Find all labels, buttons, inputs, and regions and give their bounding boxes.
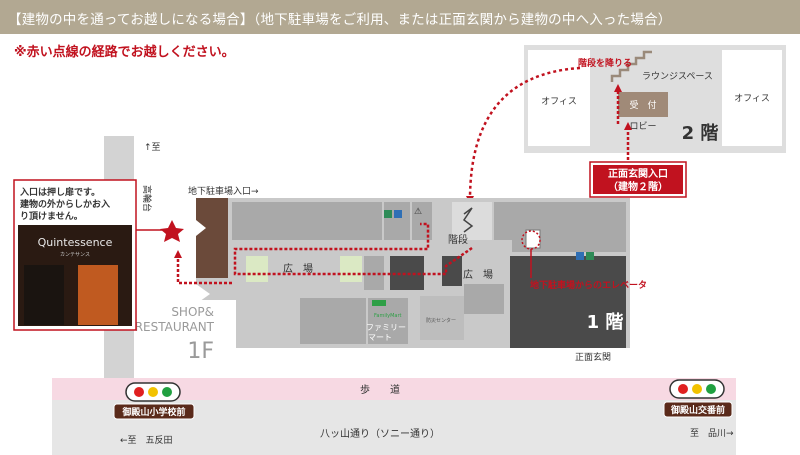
shop-top-mid	[494, 202, 512, 240]
entrance-label-line2: （建物２階）	[608, 180, 668, 193]
plaza-planter-1	[246, 256, 268, 282]
elevator-box	[525, 229, 541, 249]
elevator-label: 地下駐車場からのエレベータ	[530, 279, 647, 291]
floor1-label: 1 階	[587, 312, 624, 333]
disaster-center-label: 防災センター	[426, 317, 456, 324]
lounge-label: ラウンジスペース	[642, 71, 713, 82]
familymart-brand: FamilyMart	[374, 313, 402, 319]
front-entrance-label: 正面玄関	[575, 351, 611, 363]
signal-right-label: 御殿山交番前	[670, 404, 725, 416]
plaza-right-label: 広 場	[463, 268, 493, 281]
sidewalk-label: 歩 道	[360, 383, 400, 396]
stairs-icon	[462, 207, 474, 233]
floor2-stairs-icon	[610, 50, 652, 82]
shops-top-left	[232, 202, 382, 240]
signal-left-label: 御殿山小学校前	[121, 406, 185, 418]
parking-entrance-label: 地下駐車場入口→	[188, 185, 259, 197]
stairs-down-label: 階段を降りる	[578, 57, 632, 69]
restroom-sign-green	[384, 210, 392, 218]
restroom-sign-green-2	[586, 252, 594, 260]
route-2f-to-1f	[466, 66, 581, 204]
elevator-marker	[521, 230, 541, 250]
familymart-label-line2: マート	[368, 333, 392, 342]
stair-warning-icon: ⚠	[414, 207, 422, 217]
to-takanawadai-line1: ↑至	[144, 142, 161, 153]
signal-right: 御殿山交番前	[663, 379, 733, 418]
route-notice: ※赤い点線の経路でお越しください。	[14, 45, 235, 60]
route-to-entrance	[174, 250, 232, 285]
office-right-room	[722, 50, 782, 146]
shop-lower-left	[300, 298, 366, 344]
photo-store-name: Quintessence	[38, 236, 113, 249]
callout-line1: 入口は押し扉です。	[19, 186, 100, 198]
shop-label-line1: SHOP&	[171, 305, 214, 319]
page-title: 【建物の中を通ってお越しになる場合】（地下駐車場をご利用、または正面玄関から建物…	[8, 12, 672, 28]
accessible-sign-blue	[394, 210, 402, 218]
yellow-light-icon	[148, 387, 158, 397]
front-entrance-2f-label: 正面玄関入口 （建物２階）	[589, 161, 687, 198]
green-light-icon	[706, 384, 716, 394]
main-hall-dark	[510, 256, 626, 348]
reception-label: 受 付	[629, 99, 656, 111]
restroom-block	[384, 202, 410, 240]
plaza-left-label: 広 場	[283, 262, 313, 275]
restaurant-block	[196, 198, 228, 278]
shop-floor-label: 1F	[187, 339, 214, 364]
photo-door-dark	[24, 265, 64, 325]
entrance-callout: 入口は押し扉です。 建物の外からしかお入 り頂けません。 Quintessenc…	[13, 179, 137, 331]
shop-mid-2	[464, 284, 504, 314]
familymart-label-line1: ファミリー	[366, 323, 406, 332]
to-gotanda-label: ←至 五反田	[120, 435, 173, 446]
entrance-notch-upper	[196, 220, 206, 236]
floor2-inset: オフィス オフィス 階段を降りる ラウンジスペース 受 付 ロビー 2 階	[524, 45, 786, 160]
photo-door-glow	[78, 265, 118, 325]
disaster-center	[420, 296, 464, 340]
entrance-label-line1: 正面玄関入口	[608, 167, 668, 180]
header-bar	[0, 0, 800, 34]
accessible-sign-blue-2	[576, 252, 584, 260]
road-label: 八ッ山通り（ソニー通り）	[320, 428, 440, 440]
signal-left: 御殿山小学校前	[113, 382, 195, 420]
lobby-label: ロビー	[629, 121, 656, 132]
familymart-logo-band	[372, 300, 386, 306]
signal-right-plate	[663, 401, 733, 418]
callout-line3: り頂けません。	[20, 211, 83, 222]
green-light-icon	[162, 387, 172, 397]
office-left-room	[528, 50, 590, 146]
floor2-label: 2 階	[682, 123, 719, 144]
office-right-label: オフィス	[734, 93, 770, 104]
sidewalk	[52, 378, 736, 400]
photo-store-kana: カンテサンス	[60, 252, 90, 258]
red-light-icon	[134, 387, 144, 397]
route-1f-loop	[233, 222, 473, 276]
entrance-notch-lower	[196, 284, 210, 304]
to-takanawadai-line2: 高輪台	[141, 185, 153, 212]
to-shinagawa-label: 至 品川→	[690, 428, 734, 439]
callout-line2: 建物の外からしかお入	[20, 198, 110, 210]
red-light-icon	[678, 384, 688, 394]
signal-left-plate	[113, 403, 195, 420]
shop-label-line2: RESTAURANT	[135, 320, 215, 334]
yellow-light-icon	[692, 384, 702, 394]
shop-mid-dark-2	[442, 256, 462, 286]
entrance-star-icon	[160, 220, 184, 242]
plaza-planter-2	[340, 256, 362, 282]
office-left-label: オフィス	[541, 96, 577, 107]
reception-desk	[618, 92, 668, 117]
stairs-label: 階段	[448, 233, 468, 246]
